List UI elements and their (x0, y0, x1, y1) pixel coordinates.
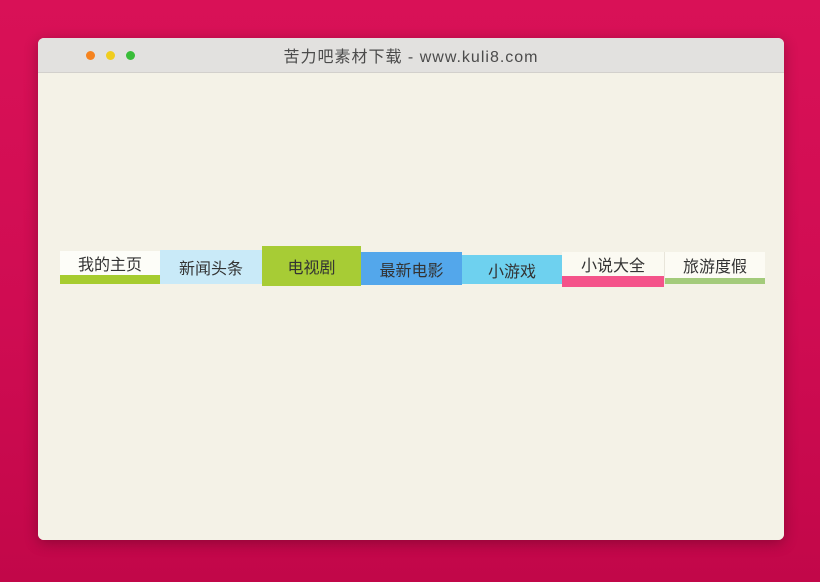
nav-item-label: 小游戏 (487, 263, 536, 281)
nav-item-label: 电视剧 (287, 260, 336, 277)
nav-item-label: 最新电影 (379, 262, 444, 280)
nav-item-movies[interactable]: 最新电影 (361, 252, 462, 285)
main-nav: 我的主页 新闻头条 电视剧 最新电影 小游戏 小说大全 旅游度假 (60, 244, 765, 287)
nav-item-travel[interactable]: 旅游度假 (664, 252, 765, 284)
nav-item-underline (665, 278, 765, 284)
nav-item-label: 我的主页 (77, 257, 142, 274)
nav-item-novels[interactable]: 小说大全 (562, 252, 664, 287)
window-dot-orange-icon[interactable] (86, 50, 95, 60)
window-content: 我的主页 新闻头条 电视剧 最新电影 小游戏 小说大全 旅游度假 (38, 73, 784, 540)
nav-item-label: 旅游度假 (682, 259, 747, 276)
nav-item-underline (562, 276, 664, 287)
nav-item-tv[interactable]: 电视剧 (262, 246, 361, 286)
browser-window: 苦力吧素材下载 - www.kuli8.com 我的主页 新闻头条 电视剧 最新… (38, 38, 784, 540)
window-titlebar: 苦力吧素材下载 - www.kuli8.com (38, 38, 784, 73)
nav-item-home[interactable]: 我的主页 (60, 251, 160, 284)
window-controls (86, 38, 135, 72)
nav-item-label: 小说大全 (580, 258, 645, 275)
nav-item-games[interactable]: 小游戏 (462, 255, 562, 284)
nav-item-news[interactable]: 新闻头条 (160, 250, 262, 284)
window-dot-yellow-icon[interactable] (106, 50, 115, 60)
nav-item-underline (60, 275, 160, 284)
nav-item-label: 新闻头条 (178, 261, 243, 278)
window-dot-green-icon[interactable] (126, 50, 135, 60)
window-title: 苦力吧素材下载 - www.kuli8.com (283, 49, 539, 66)
